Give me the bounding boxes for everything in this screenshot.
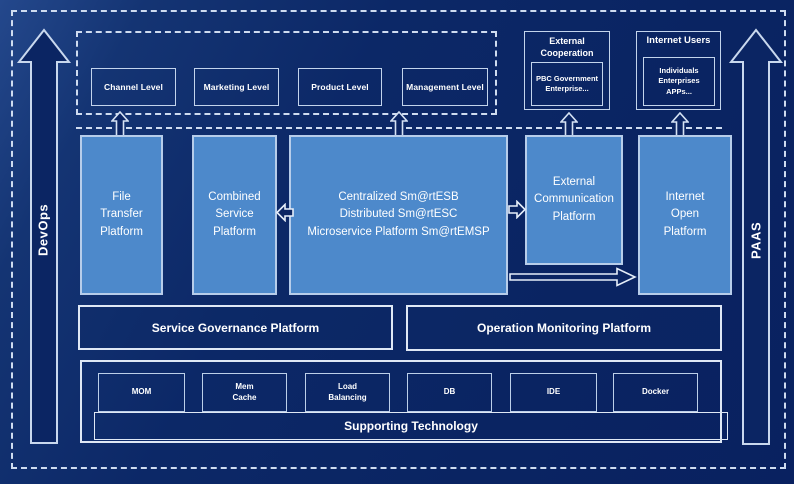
tech-box-ide: IDE	[510, 373, 597, 412]
internet-users-box: Internet Users Individuals Enterprises A…	[636, 31, 721, 110]
devops-label: DevOps	[35, 203, 51, 257]
service-governance-platform: Service Governance Platform	[78, 305, 393, 350]
tech-label: Docker	[641, 387, 670, 397]
tech-box-docker: Docker	[613, 373, 698, 412]
combined-service-platform: Combined Service Platform	[192, 135, 277, 295]
platform-label: Combined Service Platform	[208, 191, 261, 238]
level-label: Product Level	[311, 82, 369, 92]
paas-label: PAAS	[748, 221, 764, 259]
supporting-technology-container	[80, 360, 722, 443]
level-label: Management Level	[406, 82, 484, 92]
platform-label: Internet Open Platform	[663, 191, 707, 238]
devops-arrow-icon	[16, 28, 72, 444]
level-box-channel: Channel Level	[91, 68, 176, 106]
tech-label: Load Balancing	[328, 382, 367, 402]
esb-platform: Centralized Sm@rtESB Distributed Sm@rtES…	[289, 135, 508, 295]
paas-arrow-icon	[728, 28, 784, 445]
up-arrow-icon	[111, 111, 129, 137]
platform-label: File Transfer Platform	[100, 191, 143, 238]
flow-arrow-icon	[509, 267, 637, 287]
internet-open-platform: Internet Open Platform	[638, 135, 732, 295]
external-communication-platform: External Communication Platform	[525, 135, 623, 265]
external-cooperation-body: PBC Government Enterprise...	[531, 62, 603, 106]
right-arrow-icon	[508, 200, 526, 219]
external-cooperation-title: External Cooperation	[540, 36, 594, 59]
tech-box-db: DB	[407, 373, 492, 412]
levels-dashed-container	[76, 31, 497, 115]
tech-box-mom: MOM	[98, 373, 185, 412]
external-cooperation-box: External Cooperation PBC Government Ente…	[524, 31, 610, 110]
left-arrow-icon	[276, 203, 294, 222]
tech-label: MOM	[131, 387, 152, 397]
file-transfer-platform: File Transfer Platform	[80, 135, 163, 295]
level-label: Channel Level	[104, 82, 163, 92]
up-arrow-icon	[671, 112, 689, 137]
level-box-marketing: Marketing Level	[194, 68, 279, 106]
operation-monitoring-platform: Operation Monitoring Platform	[406, 305, 722, 351]
monitoring-label: Operation Monitoring Platform	[477, 321, 651, 335]
platform-label: External Communication Platform	[534, 176, 614, 223]
internet-users-body: Individuals Enterprises APPs...	[643, 57, 715, 106]
up-arrow-icon	[560, 112, 578, 137]
tech-box-mem-cache: Mem Cache	[202, 373, 287, 412]
tech-label: Mem Cache	[232, 382, 257, 402]
up-arrow-icon	[390, 111, 408, 137]
internet-users-title: Internet Users	[646, 35, 711, 46]
tech-label: IDE	[546, 387, 561, 397]
level-box-management: Management Level	[402, 68, 488, 106]
governance-label: Service Governance Platform	[151, 320, 320, 335]
level-label: Marketing Level	[203, 82, 270, 92]
outer-dashed-border	[11, 10, 786, 469]
supporting-technology-bar: Supporting Technology	[94, 412, 728, 440]
supporting-technology-label: Supporting Technology	[344, 419, 478, 433]
platform-label: Centralized Sm@rtESB Distributed Sm@rtES…	[307, 191, 490, 238]
tech-box-load-balancing: Load Balancing	[305, 373, 390, 412]
level-box-product: Product Level	[298, 68, 382, 106]
tech-label: DB	[443, 387, 456, 397]
